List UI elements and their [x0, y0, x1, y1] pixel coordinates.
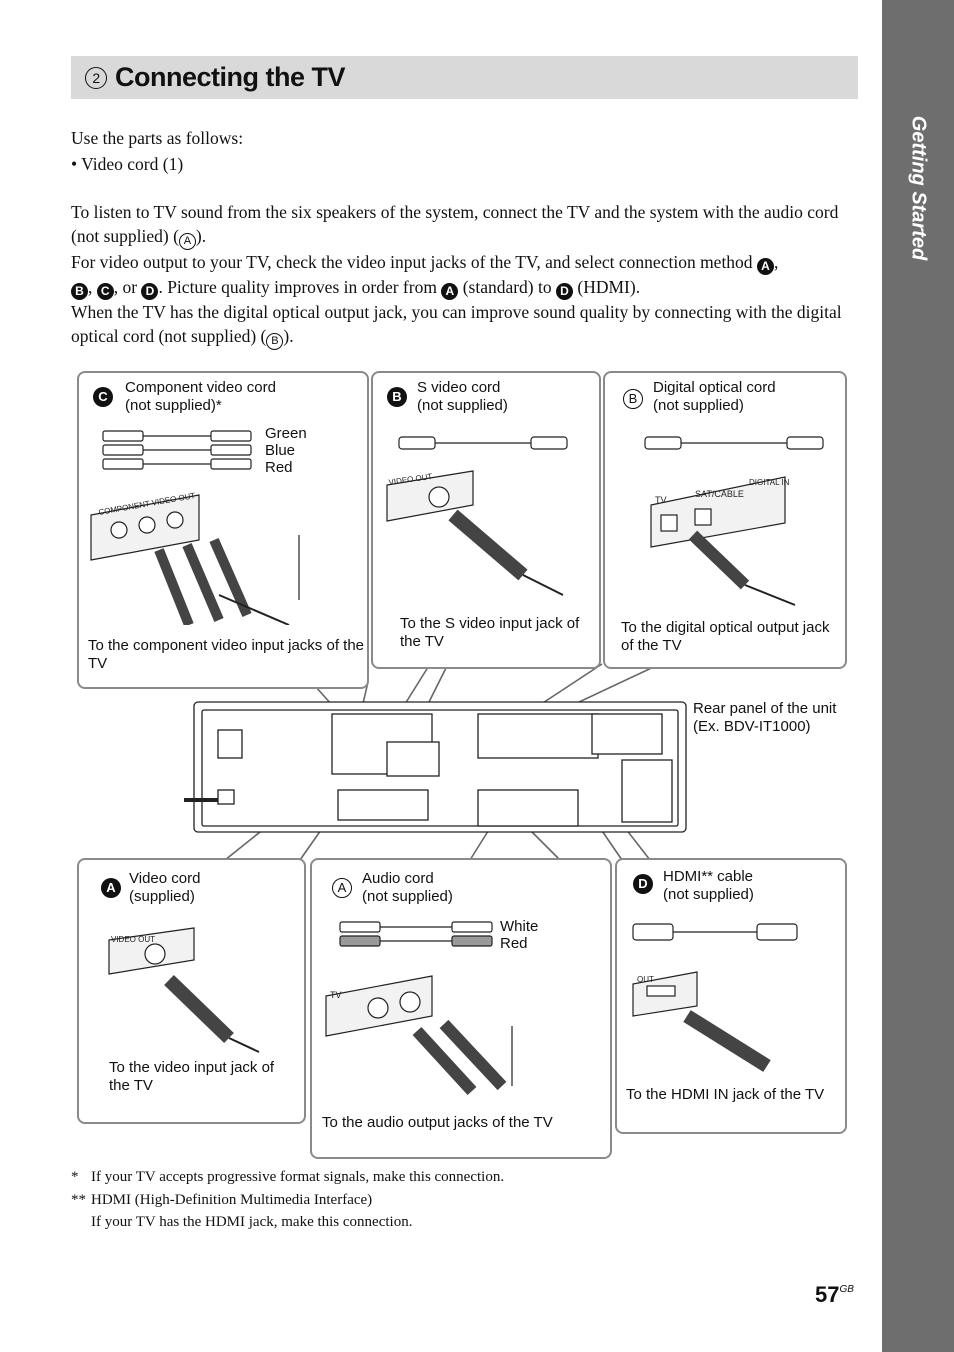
footnote-2b: If your TV has the HDMI jack, make this …	[91, 1214, 413, 1230]
page-title: 2 Connecting the TV	[85, 62, 346, 93]
intro-bullet: • Video cord (1)	[71, 154, 184, 174]
letter-b-icon: B	[71, 283, 88, 300]
para-1-end: ).	[195, 226, 207, 246]
page-number-value: 57	[815, 1282, 840, 1307]
panel-digital-optical: B Digital optical cord (not supplied) TV…	[603, 371, 847, 669]
panel-subtitle: (not supplied)	[653, 397, 744, 414]
footnote-1: If your TV accepts progressive format si…	[91, 1169, 505, 1185]
color-green: Green	[265, 425, 307, 442]
panel-s-video: B S video cord (not supplied) VIDEO OUT …	[371, 371, 601, 669]
audio-cord-illustration: TV	[325, 921, 513, 1096]
page-number: 57GB	[815, 1282, 854, 1308]
rear-panel-illustration	[184, 701, 687, 833]
panel-title: Video cord	[129, 870, 201, 887]
letter-a-icon: A	[756, 258, 774, 275]
para-2c: (standard) to	[458, 277, 556, 297]
letter-d-icon: D	[633, 874, 653, 894]
panel-hdmi: D HDMI** cable (not supplied) OUT To the…	[615, 858, 847, 1134]
letter-a-icon: A	[441, 283, 459, 300]
jack-tv: TV	[655, 495, 667, 505]
panel-subtitle: (not supplied)	[417, 397, 508, 414]
footnote-2-mark: **	[71, 1192, 86, 1208]
letter-a-icon: A	[332, 878, 352, 898]
letter-a-icon: A	[101, 878, 121, 898]
section-title: Connecting the TV	[115, 62, 346, 92]
para-1: To listen to TV sound from the six speak…	[71, 202, 839, 246]
color-white: White	[500, 918, 539, 935]
footnote-2: HDMI (High-Definition Multimedia Interfa…	[91, 1192, 373, 1208]
jack-label: OUT	[637, 975, 654, 984]
section-number: 2	[85, 66, 107, 89]
jack-label: TV	[330, 990, 342, 1000]
rear-panel-label: Rear panel of the unit	[693, 700, 837, 717]
letter-b-icon: B	[623, 389, 643, 409]
s-video-cord-illustration: VIDEO OUT	[386, 436, 568, 596]
color-blue: Blue	[265, 442, 296, 459]
section-title-bar: 2 Connecting the TV	[71, 56, 858, 99]
letter-c-icon: C	[96, 283, 114, 300]
panel-video: A Video cord (supplied) VIDEO OUT To the…	[77, 858, 306, 1124]
para-2-comma: ,	[773, 252, 779, 272]
panel-subtitle: (not supplied)*	[125, 397, 222, 414]
panel-component-video: C Component video cord (not supplied)* G…	[77, 371, 369, 689]
panel-title: Audio cord	[362, 870, 434, 887]
para-2-comma: ,	[88, 277, 93, 297]
para-2b: . Picture quality improves in order from	[158, 277, 442, 297]
panel-subtitle: (not supplied)	[362, 888, 453, 905]
letter-b-icon: B	[387, 387, 407, 407]
panel-caption: To the digital optical output jack of th…	[621, 619, 830, 654]
jack-label: VIDEO OUT	[111, 935, 155, 944]
color-red: Red	[265, 459, 293, 476]
panel-title: Component video cord	[125, 379, 276, 396]
letter-b-icon: B	[266, 333, 284, 350]
panel-audio: A Audio cord (not supplied) White Red TV…	[310, 858, 612, 1159]
intro: Use the parts as follows: • Video cord (…	[71, 126, 861, 176]
optical-cord-illustration: TV SAT/CABLE DIGITAL IN	[644, 436, 824, 606]
panel-title: S video cord	[417, 379, 501, 396]
jack-sat: SAT/CABLE	[695, 489, 744, 499]
component-cord-illustration: COMPONENT VIDEO OUT	[90, 430, 300, 625]
footnote-1-mark: *	[71, 1169, 79, 1185]
para-3: When the TV has the digital optical outp…	[71, 302, 842, 346]
hdmi-cable-illustration: OUT	[632, 923, 798, 1072]
panel-caption: To the HDMI IN jack of the TV	[626, 1086, 825, 1103]
instructions: To listen to TV sound from the six speak…	[71, 200, 861, 350]
panel-subtitle: (supplied)	[129, 888, 195, 905]
para-2-or: , or	[113, 277, 142, 297]
jack-digital: DIGITAL IN	[749, 478, 790, 487]
panel-title: HDMI** cable	[663, 868, 754, 885]
para-2d: (HDMI).	[573, 277, 641, 297]
letter-c-icon: C	[93, 387, 113, 407]
panel-title: Digital optical cord	[653, 379, 776, 396]
letter-d-icon: D	[141, 283, 159, 300]
panel-subtitle: (not supplied)	[663, 886, 754, 903]
panel-caption: To the audio output jacks of the TV	[322, 1114, 553, 1131]
para-3-end: ).	[283, 326, 294, 346]
letter-d-icon: D	[556, 283, 573, 300]
panel-caption: To the component video input jacks of th…	[88, 637, 365, 672]
para-2: For video output to your TV, check the v…	[71, 252, 757, 272]
color-red: Red	[500, 935, 528, 952]
panel-caption: To the video input jack of the TV	[109, 1059, 275, 1094]
video-cord-illustration: VIDEO OUT	[108, 927, 260, 1053]
side-tab	[882, 0, 954, 1352]
intro-line: Use the parts as follows:	[71, 128, 244, 148]
panel-caption: To the S video input jack of the TV	[400, 615, 580, 650]
rear-panel-model: (Ex. BDV-IT1000)	[693, 718, 811, 735]
page-number-suffix: GB	[839, 1284, 854, 1295]
